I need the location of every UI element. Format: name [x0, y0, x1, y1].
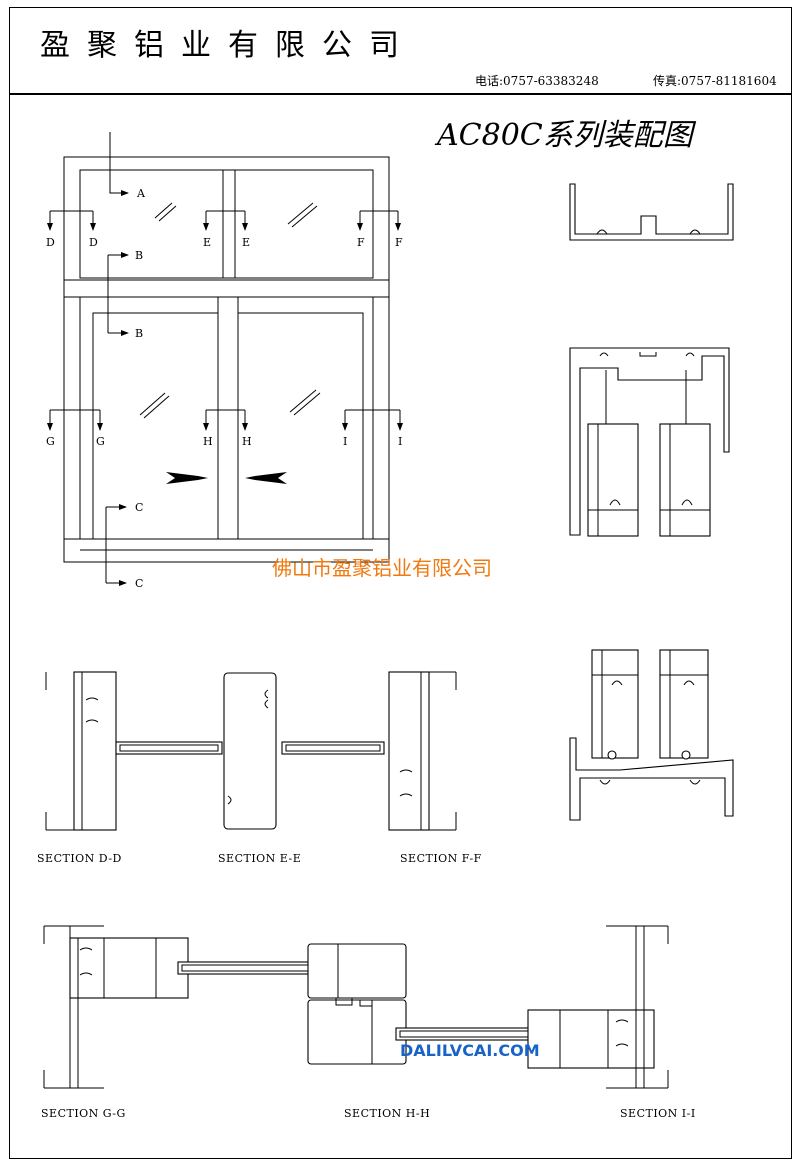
slide-left-arrow-icon [245, 472, 287, 484]
drawing-title: AC80C系列装配图 [437, 118, 693, 153]
section-e-e-drawing [223, 672, 385, 830]
section-d-d-drawing [45, 671, 223, 831]
drawing-border [9, 95, 792, 1159]
slide-right-arrow-icon [166, 472, 208, 484]
callout-d-left: D [46, 236, 55, 249]
callout-g-left: G [46, 435, 55, 448]
fax-number: 传真:0757-81181604 [653, 74, 777, 88]
callout-e-right: E [242, 236, 250, 249]
section-f-f-drawing [388, 671, 457, 831]
section-i-i-label: SECTION I-I [620, 1107, 696, 1120]
section-g-g-drawing [43, 925, 313, 1089]
section-f-f-label: SECTION F-F [400, 852, 482, 865]
section-callouts: A B B C C D D E E F F G G H H I I [46, 132, 403, 590]
telephone-number: 电话:0757-63383248 [475, 74, 599, 88]
profile-sill-assembly [569, 649, 734, 821]
callout-h-right: H [242, 435, 252, 448]
callout-c-top: C [135, 501, 143, 514]
profile-top-track [569, 183, 734, 241]
watermark-company: 佛山市盈聚铝业有限公司 [272, 556, 492, 580]
callout-i-right: I [398, 435, 402, 448]
callout-b-bottom: B [135, 327, 143, 340]
section-e-e-label: SECTION E-E [218, 852, 301, 865]
profile-head-assembly [569, 347, 730, 537]
callout-f-right: F [395, 236, 403, 249]
callout-f-left: F [357, 236, 365, 249]
callout-e-left: E [203, 236, 211, 249]
watermark-website: DALILVCAI.COM [400, 1041, 540, 1060]
callout-b-top: B [135, 249, 143, 262]
section-h-h-label: SECTION H-H [344, 1107, 430, 1120]
section-h-h-drawing [307, 943, 533, 1065]
callout-h-left: H [203, 435, 213, 448]
company-name: 盈聚铝业有限公司 [40, 28, 416, 63]
callout-a: A [136, 187, 146, 200]
callout-i-left: I [343, 435, 347, 448]
title-block: 盈聚铝业有限公司 电话:0757-63383248 传真:0757-811816… [9, 7, 792, 95]
callout-g-right: G [96, 435, 105, 448]
window-elevation [63, 156, 390, 563]
callout-c-bottom: C [135, 577, 143, 590]
section-g-g-label: SECTION G-G [41, 1107, 126, 1120]
section-i-i-drawing [527, 925, 669, 1089]
callout-d-right: D [89, 236, 98, 249]
section-d-d-label: SECTION D-D [37, 852, 122, 865]
